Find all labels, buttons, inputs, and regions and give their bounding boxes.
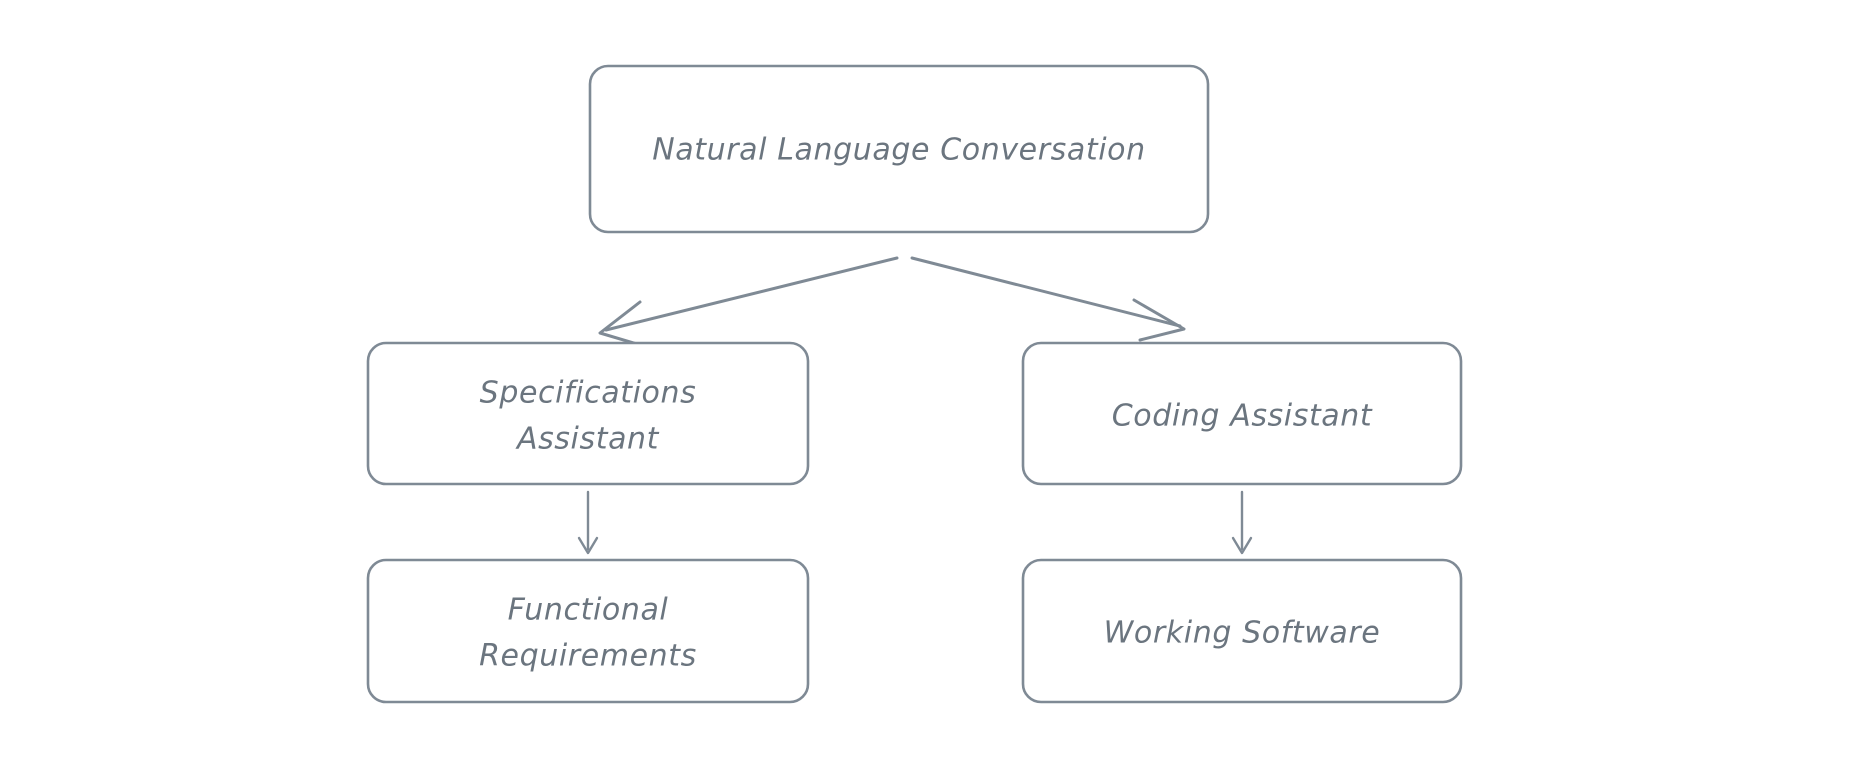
arrow-head-nlc-spec: [598, 300, 642, 346]
node-functional-requirements[interactable]: Functional Requirements: [366, 558, 810, 704]
edge-line-nlc-coding: [910, 256, 1182, 328]
node-label-specifications-assistant-line2: Assistant: [515, 422, 660, 457]
node-shape-specifications-assistant[interactable]: [366, 341, 810, 486]
node-label-specifications-assistant-line1: Specifications: [480, 376, 697, 411]
edge-coding-assistant-to-working-software[interactable]: [1231, 490, 1253, 555]
edge-specifications-assistant-to-functional-requirements[interactable]: [577, 490, 599, 555]
node-group: Natural Language Conversation Specificat…: [366, 64, 1463, 704]
node-natural-language-conversation[interactable]: Natural Language Conversation: [588, 64, 1210, 234]
edge-group: [577, 256, 1253, 555]
node-label-functional-requirements-line2: Requirements: [479, 639, 697, 674]
node-label-coding-assistant: Coding Assistant: [1112, 399, 1373, 434]
node-label-functional-requirements-line1: Functional: [508, 593, 669, 628]
node-coding-assistant[interactable]: Coding Assistant: [1021, 341, 1463, 486]
node-shape-natural-language-conversation[interactable]: [588, 64, 1210, 234]
arrow-head-coding-working: [1231, 536, 1253, 555]
node-shape-functional-requirements[interactable]: [366, 558, 810, 704]
node-label-working-software: Working Software: [1104, 616, 1381, 651]
node-shape-working-software[interactable]: [1021, 558, 1463, 704]
arrow-head-spec-func: [577, 536, 599, 555]
node-working-software[interactable]: Working Software: [1021, 558, 1463, 704]
node-shape-coding-assistant[interactable]: [1021, 341, 1463, 486]
edge-line-nlc-spec: [604, 256, 899, 332]
edge-nlc-to-coding-assistant[interactable]: [910, 256, 1186, 342]
arrow-head-nlc-coding: [1132, 298, 1186, 342]
edge-nlc-to-specifications-assistant[interactable]: [598, 256, 899, 346]
node-label-natural-language-conversation: Natural Language Conversation: [652, 133, 1146, 168]
node-specifications-assistant[interactable]: Specifications Assistant: [366, 341, 810, 486]
